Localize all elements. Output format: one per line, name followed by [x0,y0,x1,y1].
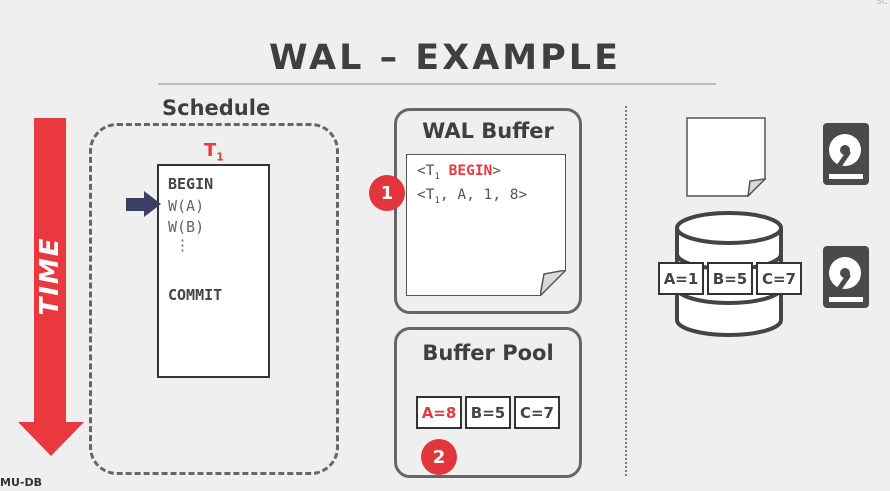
current-op-arrow-icon [126,198,146,211]
hard-drive-icon-2 [823,246,869,308]
op-write-b: W(B) [168,218,205,236]
disk-wal-file-icon [686,117,766,197]
page-fold-icon [540,270,566,296]
wal-entry-begin: <T1 BEGIN> [417,163,502,182]
schedule-label: Schedule [162,96,271,120]
schedule-box [89,123,339,475]
buffer-cell-c: C=7 [514,396,560,429]
op-begin: BEGIN [168,175,214,193]
time-label: TIME [35,236,65,316]
current-op-arrow-head [144,191,161,217]
memory-disk-divider [625,106,627,476]
buffer-cell-a: A=8 [416,396,462,429]
buffer-pool-title: Buffer Pool [422,341,554,365]
footer-label: MU-DB [0,476,42,489]
disk-cell-b: B=5 [707,262,753,295]
txn-name: T1 [204,140,224,164]
step-badge-1: 1 [369,175,405,211]
wal-file-icon: <T1 BEGIN> <T1, A, 1, 8> [406,154,566,296]
hard-drive-icon [823,123,869,185]
corner-text: SC [876,0,888,7]
buffer-pool-cells: A=8 B=5 C=7 [416,396,560,429]
disk-cell-c: C=7 [756,262,802,295]
disk-cell-a: A=1 [658,262,704,295]
op-write-a: W(A) [168,197,205,215]
wal-entry-update: <T1, A, 1, 8> [417,187,528,206]
disk-cells: A=1 B=5 C=7 [658,262,802,295]
step-badge-2: 2 [421,439,457,475]
title-divider [158,83,716,85]
buffer-cell-b: B=5 [465,396,511,429]
op-commit: COMMIT [168,286,223,304]
time-arrow-head [18,422,84,456]
time-arrow-icon [34,118,66,436]
wal-buffer-title: WAL Buffer [422,119,554,143]
txn-ops-box: BEGIN W(A) W(B) ⋮ COMMIT [157,164,270,378]
op-ellipsis: ⋮ [175,236,190,254]
slide-title: WAL – EXAMPLE [269,38,621,78]
